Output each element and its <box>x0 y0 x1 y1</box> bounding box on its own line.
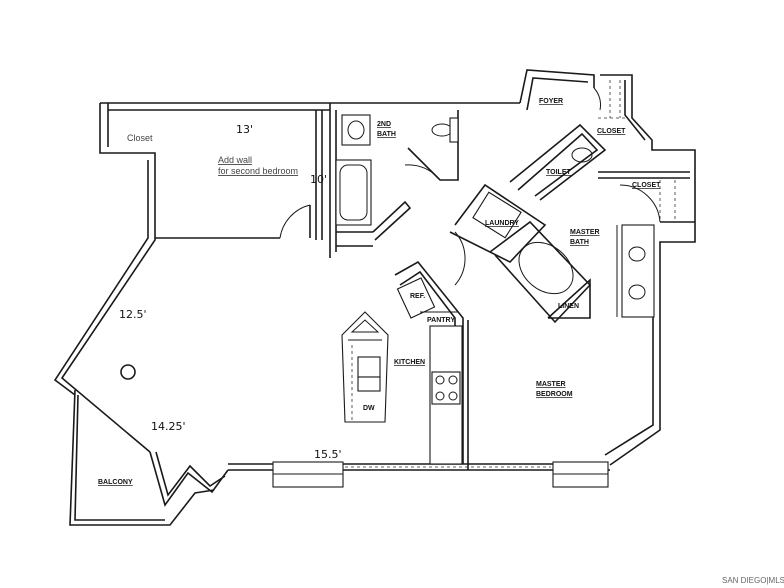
dim-living-diag: 14.25' <box>151 420 186 433</box>
master-bath-label-2: BATH <box>570 239 589 246</box>
second-bath-label: 2ND <box>377 121 391 128</box>
closet-upper-label: CLOSET <box>597 128 626 135</box>
master-bedroom-label-2: BEDROOM <box>536 391 573 398</box>
watermark: SAN DIEGO|MLS <box>722 576 784 585</box>
column <box>120 364 136 380</box>
dim-bottom-width: 15.5' <box>314 448 342 461</box>
labels: Closet 13' Add wall for second bedroom 1… <box>98 98 784 585</box>
dw-label: DW <box>363 405 375 412</box>
laundry-master-bath <box>449 183 655 324</box>
balcony-label: BALCONY <box>98 479 133 486</box>
toilet-label: TOILET <box>546 169 571 176</box>
add-wall-note-2: for second bedroom <box>218 166 298 176</box>
pantry-label: PANTRY <box>427 317 455 324</box>
laundry-label: LAUNDRY <box>485 220 519 227</box>
kitchen <box>341 260 464 465</box>
dim-bedroom-depth: 10' <box>310 173 327 186</box>
dim-living-left: 12.5' <box>119 308 147 321</box>
master-bath-label: MASTER <box>570 229 600 236</box>
ref-label: REF. <box>410 293 425 300</box>
closet-label: Closet <box>127 133 153 143</box>
second-bedroom-walls <box>155 103 459 258</box>
master-bedroom-label: MASTER <box>536 381 566 388</box>
kitchen-label: KITCHEN <box>394 359 425 366</box>
closet-master-label: CLOSET <box>632 182 661 189</box>
second-bath-label-2: BATH <box>377 131 396 138</box>
linen-label: LINEN <box>558 303 579 310</box>
dim-top-width: 13' <box>236 123 253 136</box>
windows <box>272 461 609 488</box>
foyer-label: FOYER <box>539 98 563 105</box>
add-wall-note: Add wall <box>218 155 252 165</box>
foyer-walls <box>509 80 695 223</box>
